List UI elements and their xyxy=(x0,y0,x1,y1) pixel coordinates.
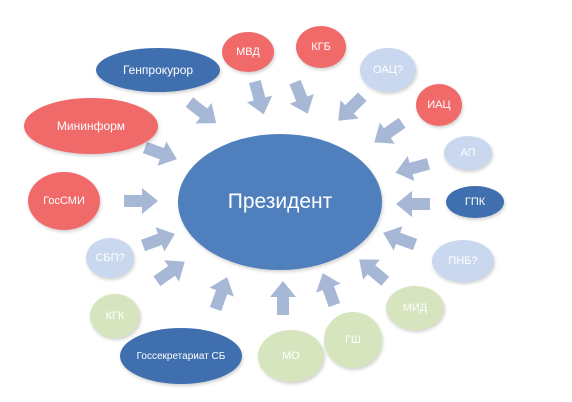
node-label: СБП? xyxy=(95,252,125,264)
node-sbp[interactable]: СБП? xyxy=(86,238,134,278)
node-label: МО xyxy=(282,350,300,362)
node-label: МИД xyxy=(402,302,428,314)
node-label: ГШ xyxy=(344,334,362,346)
arrow-mininform xyxy=(142,141,177,166)
node-label: КГБ xyxy=(311,41,331,53)
node-genprokuror[interactable]: Генпрокурор xyxy=(96,48,220,92)
arrow-mvd xyxy=(246,79,273,115)
arrow-kgb xyxy=(289,79,314,114)
arrow-mid xyxy=(359,259,390,286)
arrow-kgk xyxy=(153,260,185,287)
center-node-label: Президент xyxy=(227,190,333,213)
arrow-gossmi xyxy=(124,188,158,214)
node-kgb[interactable]: КГБ xyxy=(296,26,346,68)
node-gpk[interactable]: ГПК xyxy=(446,186,504,218)
arrow-mo xyxy=(270,281,296,315)
node-label: ПНБ? xyxy=(448,255,478,267)
node-mid[interactable]: МИД xyxy=(386,286,444,330)
node-kgk[interactable]: КГК xyxy=(90,294,140,338)
node-mininform[interactable]: Мининформ xyxy=(24,98,158,154)
node-label: ИАЦ xyxy=(427,99,451,111)
node-ap[interactable]: АП xyxy=(444,136,492,170)
node-gossekretariat[interactable]: Госсекретариат СБ xyxy=(120,328,242,384)
arrow-sbp xyxy=(140,227,175,252)
node-mo[interactable]: МО xyxy=(258,330,324,382)
node-gsh[interactable]: ГШ xyxy=(324,312,382,368)
arrow-pnb xyxy=(383,226,418,251)
node-label: Госсекретариат СБ xyxy=(136,350,226,362)
node-label: ГПК xyxy=(464,196,486,208)
node-label: Мининформ xyxy=(56,119,126,133)
node-iac[interactable]: ИАЦ xyxy=(416,84,462,126)
arrow-gpk xyxy=(396,191,430,217)
node-oac[interactable]: ОАЦ? xyxy=(360,48,416,92)
arrow-gsh xyxy=(316,273,341,308)
center-node-president[interactable]: Президент xyxy=(178,134,382,270)
node-pnb[interactable]: ПНБ? xyxy=(432,240,494,282)
node-label: КГК xyxy=(105,310,125,322)
node-label: ГосСМИ xyxy=(43,195,85,207)
arrow-iac xyxy=(374,117,406,144)
arrow-genprokuror xyxy=(185,97,217,124)
node-gossmi[interactable]: ГосСМИ xyxy=(28,172,100,230)
node-mvd[interactable]: МВД xyxy=(222,32,274,72)
node-label: МВД xyxy=(236,46,260,58)
arrow-ap xyxy=(395,155,431,182)
node-label: Генпрокурор xyxy=(122,63,194,77)
arrow-oac xyxy=(338,92,367,121)
arrow-gossekretariat xyxy=(209,277,234,312)
node-label: АП xyxy=(460,147,476,159)
node-label: ОАЦ? xyxy=(373,64,403,76)
